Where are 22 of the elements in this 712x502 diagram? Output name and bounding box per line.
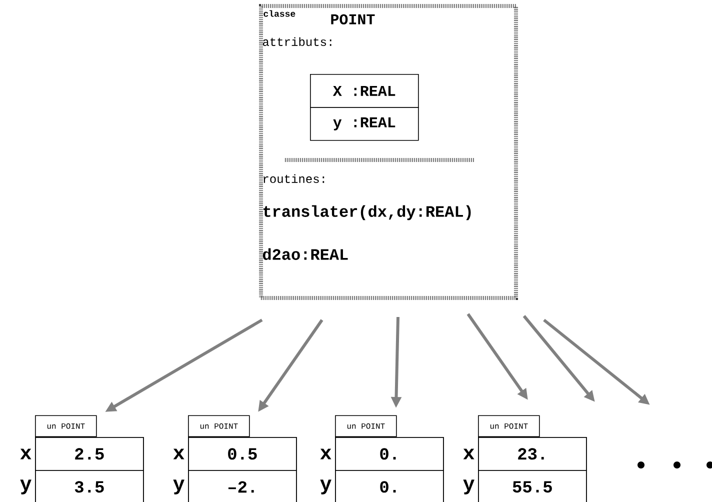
value-cell: 55.5 <box>478 470 587 502</box>
value-cell: 0. <box>335 470 444 502</box>
node-label: un POINT <box>47 423 85 429</box>
field-name: y <box>173 480 184 494</box>
field-name: y <box>463 480 474 494</box>
attribute-cell: X :REAL <box>310 74 419 108</box>
value-cell: 23. <box>478 437 587 471</box>
field-name: x <box>463 448 474 460</box>
node-label: un POINT <box>200 423 238 429</box>
value-cell: 2.5 <box>35 437 144 471</box>
field-name: y <box>20 480 32 494</box>
node-label: un POINT <box>347 423 385 429</box>
value-cell: 0. <box>335 437 444 471</box>
field-name: x <box>320 448 332 460</box>
value-cell: –2. <box>188 470 297 502</box>
field-name: y <box>320 480 332 494</box>
field-name: x <box>20 448 32 460</box>
value-cell: 0.5 <box>188 437 297 471</box>
field-name: x <box>173 448 184 460</box>
value-cell: 3.5 <box>35 470 144 502</box>
node-label: un POINT <box>490 423 528 429</box>
attribute-cell: y :REAL <box>310 107 419 141</box>
